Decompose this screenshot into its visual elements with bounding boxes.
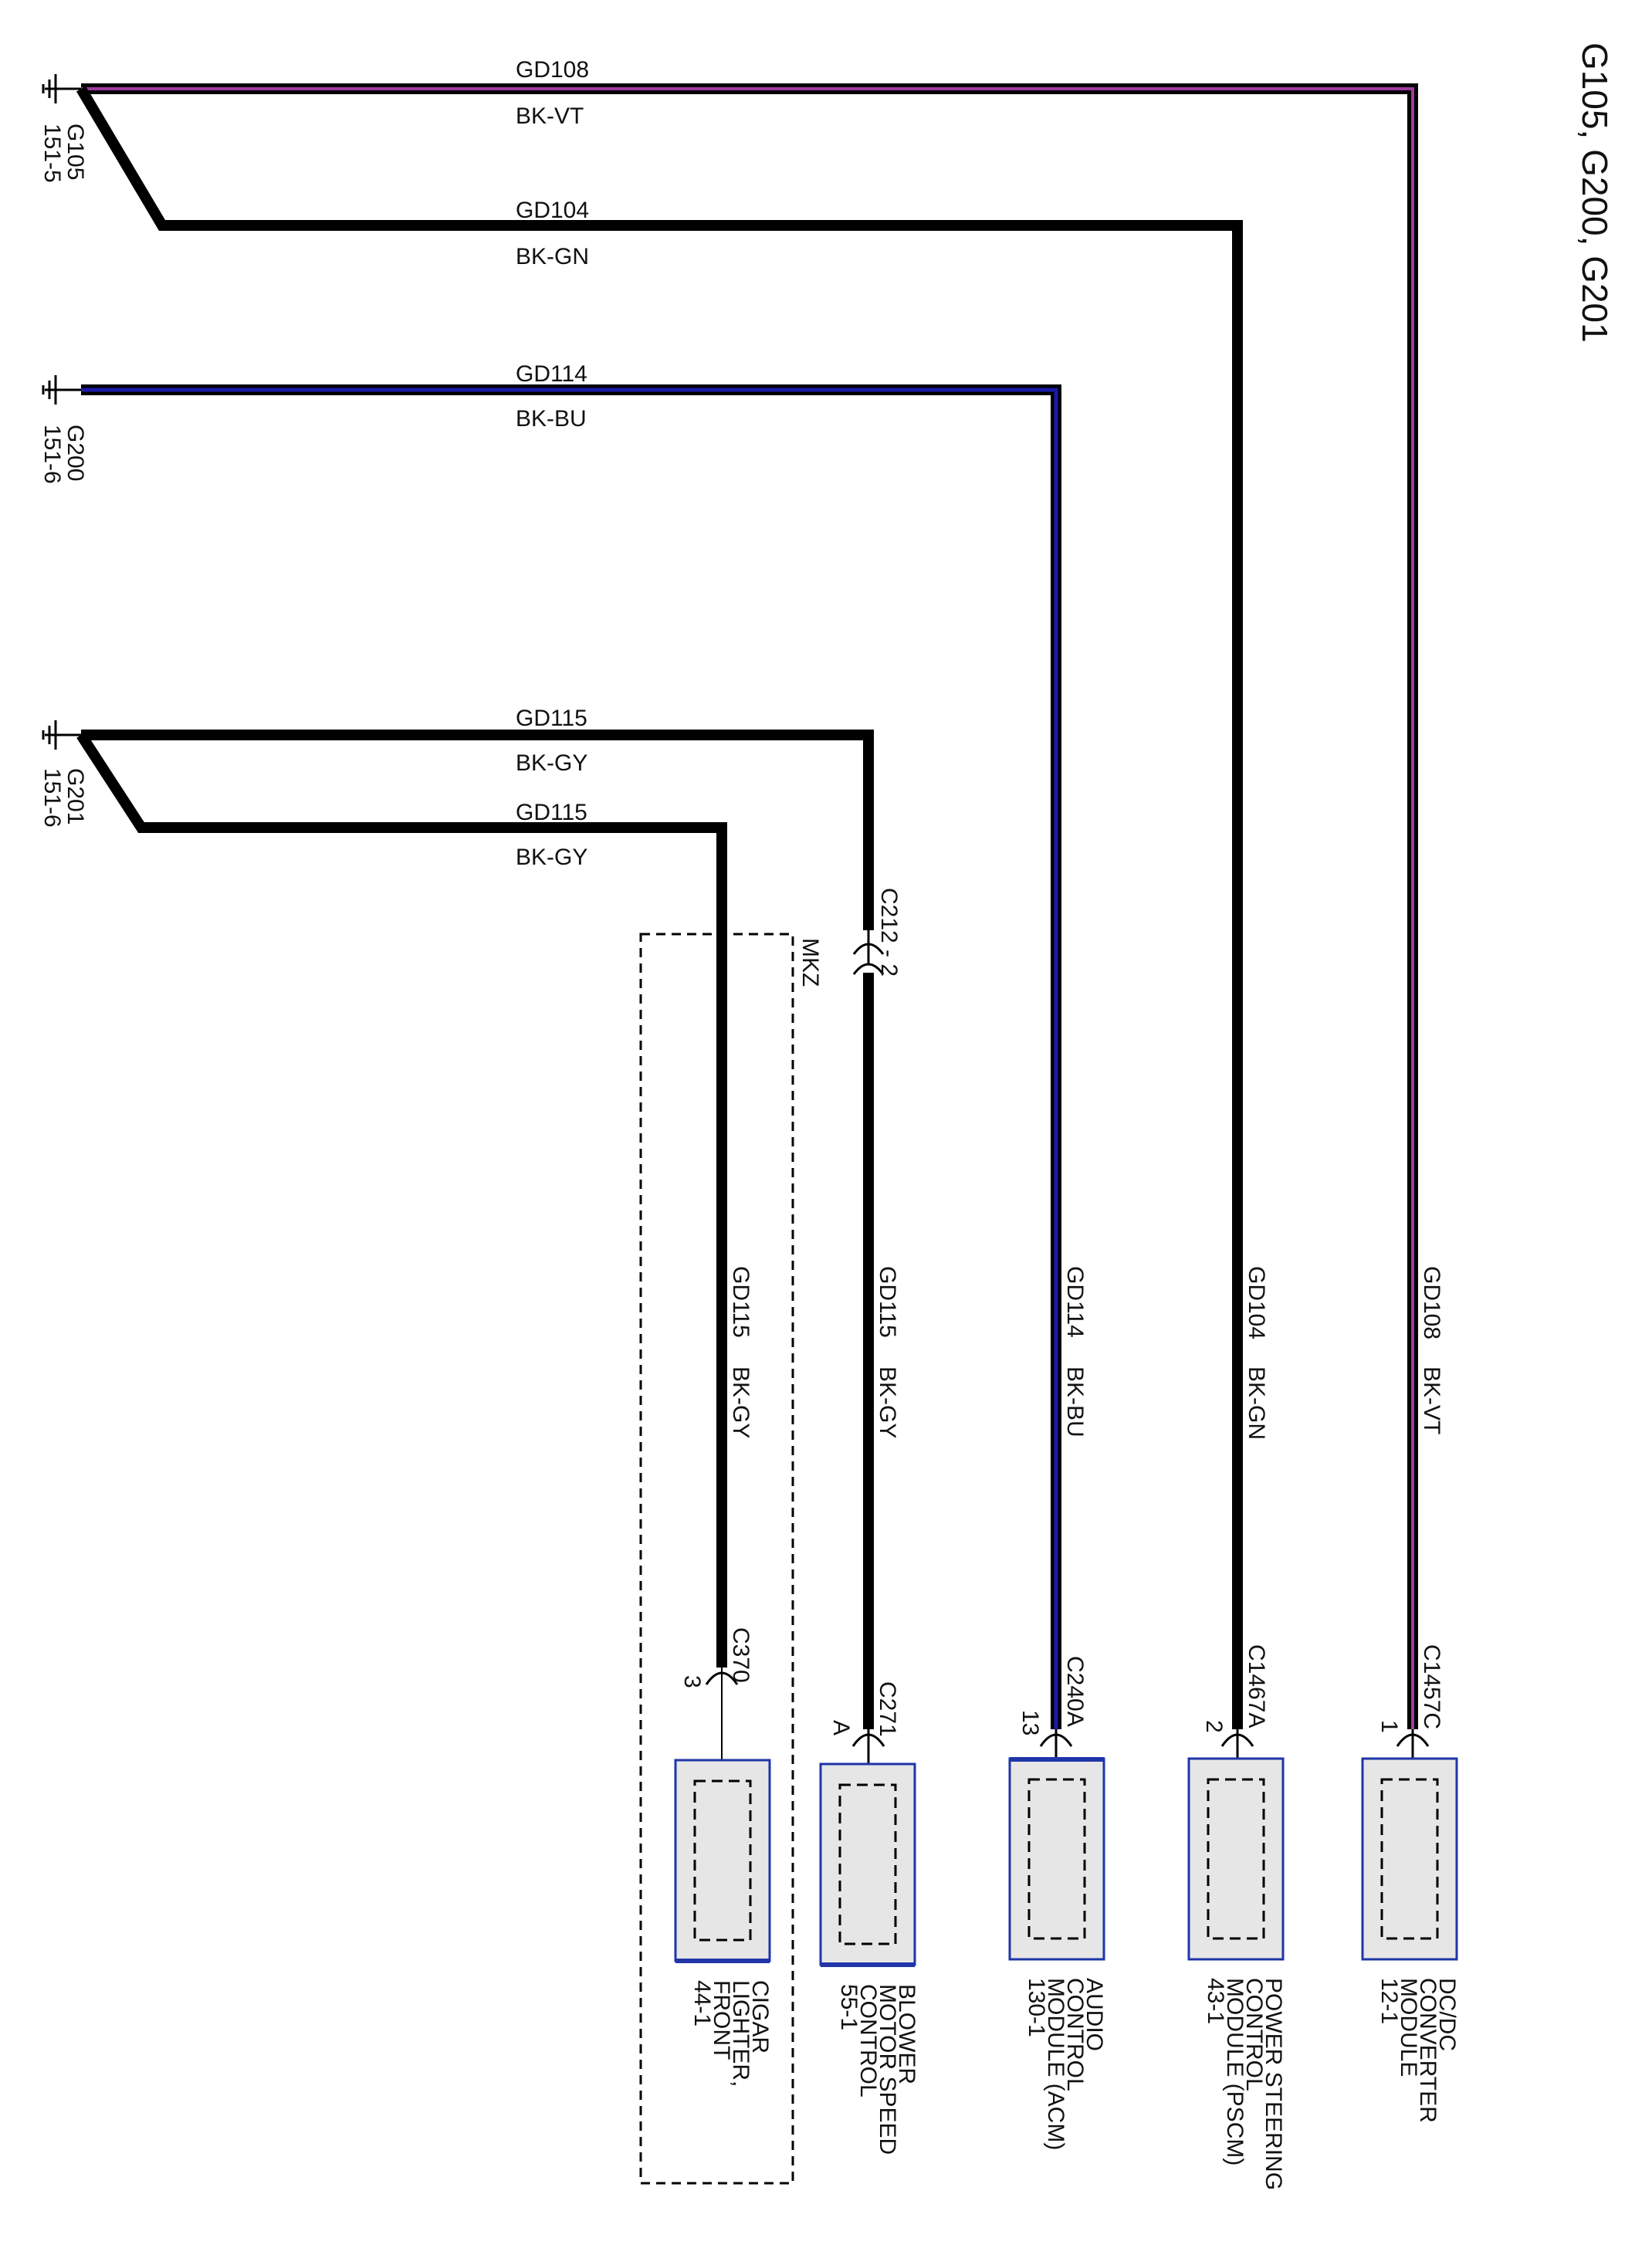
ground-symbol-g200 <box>42 375 81 405</box>
wire-color-label-vertical: BK-BU <box>1062 1366 1088 1437</box>
option-box-mkz <box>639 933 794 2185</box>
module-pin-label: 2 <box>1201 1720 1227 1733</box>
module-name-line: POWER STEERING <box>1261 1978 1286 2190</box>
ground-label-g201: G201 <box>63 768 88 824</box>
wire-gd115-blower <box>81 730 874 1729</box>
wire-circuit-label-vertical: GD115 <box>728 1266 753 1338</box>
page-title: G105, G200, G201 <box>1575 42 1615 343</box>
ground-label-g200: G200 <box>63 425 88 481</box>
module-name-line: CONTROL <box>855 1984 881 2098</box>
module-page-ref: 44-1 <box>689 1980 715 2026</box>
ground-ref-g201: 151-6 <box>39 768 65 828</box>
module-name-line: CONTROL <box>1062 1978 1088 2091</box>
wire-circuit-label: GD114 <box>516 361 587 387</box>
wire-color-label: BK-GN <box>516 244 589 269</box>
module-name-line: CONVERTER <box>1415 1978 1440 2123</box>
module-name-line: MODULE (ACM) <box>1043 1978 1068 2150</box>
module-page-ref: 130-1 <box>1024 1978 1049 2037</box>
module-name-line: CIGAR <box>747 1980 773 2054</box>
wire-gd114 <box>81 384 1061 1729</box>
module-cigar-lighter <box>674 1668 771 1963</box>
module-name-line: MODULE (PSCM) <box>1222 1978 1247 2165</box>
wire-circuit-label-vertical: GD114 <box>1062 1266 1088 1338</box>
inline-connector-label: C212 - 2 <box>876 888 902 977</box>
module-pin-label: 13 <box>1017 1710 1043 1735</box>
module-name-line: FRONT <box>709 1980 734 2060</box>
module-name-line: LIGHTER, <box>728 1980 753 2087</box>
wire-circuit-label-vertical: GD108 <box>1419 1266 1444 1339</box>
module-pin-label: 3 <box>679 1675 705 1688</box>
wire-circuit-label: GD104 <box>516 198 589 223</box>
module-audio-control <box>1008 1729 1105 1961</box>
wire-color-label-vertical: BK-GY <box>728 1366 753 1438</box>
option-box-label: MKZ <box>797 938 823 987</box>
wire-circuit-label: GD115 <box>516 800 587 825</box>
wire-circuit-label: GD108 <box>516 57 589 83</box>
module-name-line: CONTROL <box>1241 1978 1267 2091</box>
ground-symbol-g201 <box>42 720 81 750</box>
module-name-line: AUDIO <box>1082 1978 1107 2051</box>
module-name-line: DC/DC <box>1434 1978 1460 2051</box>
inline-connector-c212 <box>852 930 885 975</box>
module-blower-motor <box>819 1729 916 1967</box>
wire-color-label: BK-GY <box>516 750 587 776</box>
wire-color-label-vertical: BK-VT <box>1419 1366 1444 1434</box>
wire-circuit-label-vertical: GD115 <box>875 1266 900 1338</box>
wire-circuit-label-vertical: GD104 <box>1244 1266 1269 1339</box>
ground-symbol-g105 <box>42 74 81 103</box>
wire-gd104 <box>76 86 1243 1729</box>
module-name-line: MOTOR SPEED <box>875 1984 900 2155</box>
wire-gd115-lighter <box>76 732 727 1668</box>
module-connector-label: C240A <box>1062 1656 1088 1727</box>
wire-color-label-vertical: BK-GY <box>875 1366 900 1438</box>
module-pin-label: A <box>828 1720 854 1735</box>
wire-color-label: BK-GY <box>516 845 587 870</box>
module-dcdc-converter <box>1361 1729 1458 1961</box>
wire-color-label: BK-BU <box>516 406 587 432</box>
module-connector-label: C370 <box>728 1627 753 1683</box>
module-page-ref: 55-1 <box>836 1984 862 2030</box>
wire-gd108 <box>81 83 1418 1729</box>
module-page-ref: 12-1 <box>1376 1978 1402 2024</box>
module-page-ref: 43-1 <box>1203 1978 1228 2024</box>
module-connector-label: C271 <box>875 1681 900 1737</box>
wire-color-label: BK-VT <box>516 103 584 129</box>
module-connector-label: C1467A <box>1244 1644 1269 1728</box>
module-connector-label: C1457C <box>1419 1644 1444 1729</box>
ground-ref-g105: 151-5 <box>39 124 65 183</box>
wire-circuit-label: GD115 <box>516 706 587 731</box>
wire-color-label-vertical: BK-GN <box>1244 1366 1269 1440</box>
ground-label-g105: G105 <box>63 124 88 180</box>
ground-ref-g200: 151-6 <box>39 425 65 484</box>
module-pin-label: 1 <box>1376 1720 1402 1733</box>
module-name-line: MODULE <box>1396 1978 1421 2077</box>
module-name-line: BLOWER <box>894 1984 919 2084</box>
module-power-steering <box>1187 1729 1285 1961</box>
